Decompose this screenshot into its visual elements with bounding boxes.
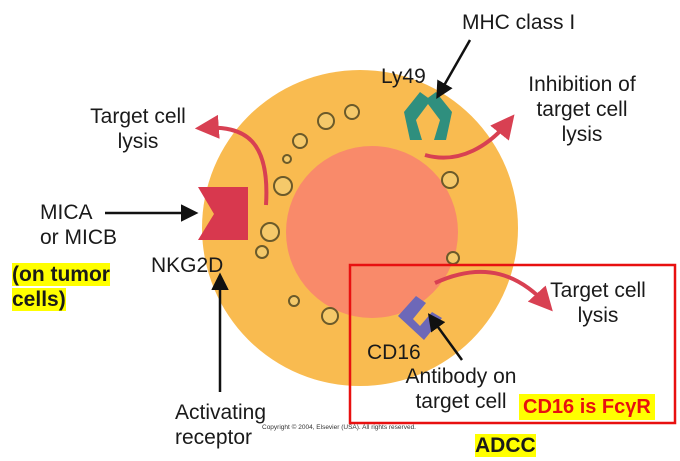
antibody-line-2: target cell bbox=[415, 390, 507, 413]
nk-cell-nucleus bbox=[286, 146, 458, 318]
cd16-fcr-label: CD16 is FcγR bbox=[519, 394, 655, 420]
adcc-label: ADCC bbox=[475, 433, 536, 458]
target-lysis-right-line-1: Target cell bbox=[550, 279, 646, 302]
on-tumor-line-2: cells) bbox=[12, 288, 66, 311]
target-lysis-left-line-2: lysis bbox=[117, 130, 159, 153]
antibody-label: Antibody on target cell bbox=[398, 364, 524, 414]
ly49-receptor bbox=[404, 92, 452, 140]
mhc-arrow bbox=[436, 39, 472, 100]
nkg2d-receptor bbox=[198, 187, 248, 240]
on-tumor-line-1: (on tumor bbox=[12, 263, 110, 286]
antibody-arrow bbox=[427, 313, 464, 361]
on-tumor-label: (on tumor cells) bbox=[12, 262, 110, 312]
inhibition-label: Inhibition of target cell lysis bbox=[512, 72, 652, 147]
inhibition-line-2: target cell bbox=[536, 98, 628, 121]
target-lysis-left-label: Target cell lysis bbox=[78, 104, 198, 154]
lysis-left-arrow bbox=[194, 114, 269, 206]
activating-line-2: receptor bbox=[175, 426, 253, 449]
mica-line-2: or MICB bbox=[40, 226, 118, 249]
activating-receptor-label: Activating receptor bbox=[175, 400, 266, 450]
cd16-label: CD16 bbox=[367, 341, 421, 364]
lysis-right-arrow bbox=[434, 269, 553, 312]
mica-label: MICA or MICB bbox=[40, 200, 117, 250]
inhibition-line-3: lysis bbox=[561, 123, 603, 146]
inhibition-line-1: Inhibition of bbox=[528, 73, 636, 96]
adcc-box bbox=[348, 263, 677, 425]
adcc-text: ADCC bbox=[475, 434, 536, 457]
target-lysis-right-line-2: lysis bbox=[577, 304, 619, 327]
inhibition-arrow bbox=[424, 114, 515, 160]
target-lysis-left-line-1: Target cell bbox=[90, 105, 186, 128]
activating-line-1: Activating bbox=[175, 401, 267, 424]
granules bbox=[255, 104, 460, 325]
ly49-label: Ly49 bbox=[381, 65, 426, 88]
mica-line-1: MICA bbox=[40, 201, 93, 224]
cd16-fcr-text: CD16 is FcγR bbox=[519, 394, 655, 420]
copyright-text: Copyright © 2004, Elsevier (USA). All ri… bbox=[262, 424, 416, 431]
nkg2d-label: NKG2D bbox=[151, 254, 224, 277]
antibody-line-1: Antibody on bbox=[405, 365, 517, 388]
mhc-class-i-label: MHC class I bbox=[462, 11, 576, 34]
target-lysis-right-label: Target cell lysis bbox=[538, 278, 658, 328]
